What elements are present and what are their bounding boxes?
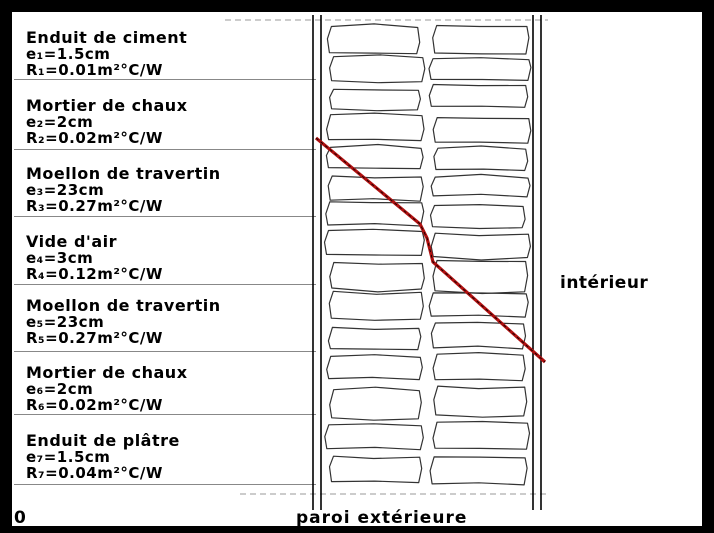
- rubble-stone: [432, 420, 531, 450]
- rubble-stone: [429, 456, 528, 486]
- layer-6-thickness: e₆=2cm: [26, 380, 94, 398]
- rubble-stone: [327, 175, 424, 202]
- frame-left-border: [0, 0, 12, 533]
- rubble-stone: [324, 423, 424, 451]
- layer-2-block: Mortier de chaux e₂=2cm R₂=0.02m²°C/W: [26, 96, 316, 147]
- rubble-stone: [433, 145, 529, 172]
- layer-3-resistance: R₃=0.27m²°C/W: [26, 197, 163, 215]
- frame-right-border: [702, 0, 714, 533]
- rubble-stone: [433, 385, 528, 418]
- frame-bottom-border: [0, 526, 714, 533]
- layer-4-block: Vide d'air e₄=3cm R₄=0.12m²°C/W: [26, 232, 316, 283]
- rubble-stone-group: [323, 23, 532, 486]
- layer-1-name: Enduit de ciment: [26, 28, 188, 47]
- corner-digit: 0: [14, 508, 26, 528]
- rubble-stone: [428, 292, 529, 318]
- layer-divider: [14, 79, 316, 80]
- layer-5-block: Moellon de travertin e₅=23cm R₅=0.27m²°C…: [26, 296, 316, 347]
- rubble-stone: [326, 354, 423, 381]
- layer-7-resistance: R₇=0.04m²°C/W: [26, 464, 163, 482]
- rubble-stone: [326, 112, 425, 142]
- rubble-stone: [432, 116, 532, 144]
- rubble-stone: [432, 259, 529, 295]
- exterior-wall-label: paroi extérieure: [296, 508, 468, 528]
- rubble-stone: [329, 88, 421, 112]
- layer-divider: [14, 484, 316, 485]
- rubble-stone: [329, 54, 426, 84]
- layer-divider: [14, 149, 316, 150]
- layer-4-thickness: e₄=3cm: [26, 249, 94, 267]
- layer-7-thickness: e₇=1.5cm: [26, 448, 111, 466]
- rubble-stone: [328, 290, 424, 321]
- rubble-stone: [328, 455, 423, 484]
- rubble-stone: [323, 228, 425, 256]
- rubble-stone: [327, 326, 422, 351]
- layer-6-name: Mortier de chaux: [26, 363, 188, 382]
- rubble-stone: [428, 83, 529, 108]
- interior-label: intérieur: [560, 273, 649, 293]
- layer-1-resistance: R₁=0.01m²°C/W: [26, 61, 163, 79]
- layer-1-thickness: e₁=1.5cm: [26, 45, 111, 63]
- layer-4-name: Vide d'air: [26, 232, 117, 251]
- layer-6-resistance: R₆=0.02m²°C/W: [26, 396, 163, 414]
- layer-7-block: Enduit de plâtre e₇=1.5cm R₇=0.04m²°C/W: [26, 431, 316, 482]
- layer-7-name: Enduit de plâtre: [26, 431, 180, 450]
- rubble-stone: [428, 57, 532, 82]
- layer-divider: [14, 414, 316, 415]
- layer-divider: [14, 284, 316, 285]
- rubble-stone: [326, 23, 421, 55]
- rubble-stone: [429, 204, 526, 230]
- layer-5-name: Moellon de travertin: [26, 296, 221, 315]
- layer-3-thickness: e₃=23cm: [26, 181, 105, 199]
- layer-2-thickness: e₂=2cm: [26, 113, 94, 131]
- layer-divider: [14, 351, 316, 352]
- rubble-stone: [432, 24, 530, 55]
- section-cut-line-overlay: [315, 137, 546, 363]
- rubble-stone: [430, 321, 527, 350]
- layer-2-resistance: R₂=0.02m²°C/W: [26, 129, 163, 147]
- layer-4-resistance: R₄=0.12m²°C/W: [26, 265, 163, 283]
- rubble-stone: [325, 143, 424, 170]
- layer-1-block: Enduit de ciment e₁=1.5cm R₁=0.01m²°C/W: [26, 28, 316, 79]
- rubble-stone: [430, 232, 532, 261]
- rubble-stone: [430, 173, 531, 198]
- layer-divider: [14, 216, 316, 217]
- layer-2-name: Mortier de chaux: [26, 96, 188, 115]
- layer-5-resistance: R₅=0.27m²°C/W: [26, 329, 163, 347]
- layer-3-name: Moellon de travertin: [26, 164, 221, 183]
- rubble-stone: [432, 352, 526, 382]
- layer-6-block: Mortier de chaux e₆=2cm R₆=0.02m²°C/W: [26, 363, 316, 414]
- rubble-stone: [329, 386, 422, 421]
- frame-top-border: [0, 0, 714, 12]
- layer-3-block: Moellon de travertin e₃=23cm R₃=0.27m²°C…: [26, 164, 316, 215]
- layer-5-thickness: e₅=23cm: [26, 313, 105, 331]
- rubble-stone: [329, 261, 425, 293]
